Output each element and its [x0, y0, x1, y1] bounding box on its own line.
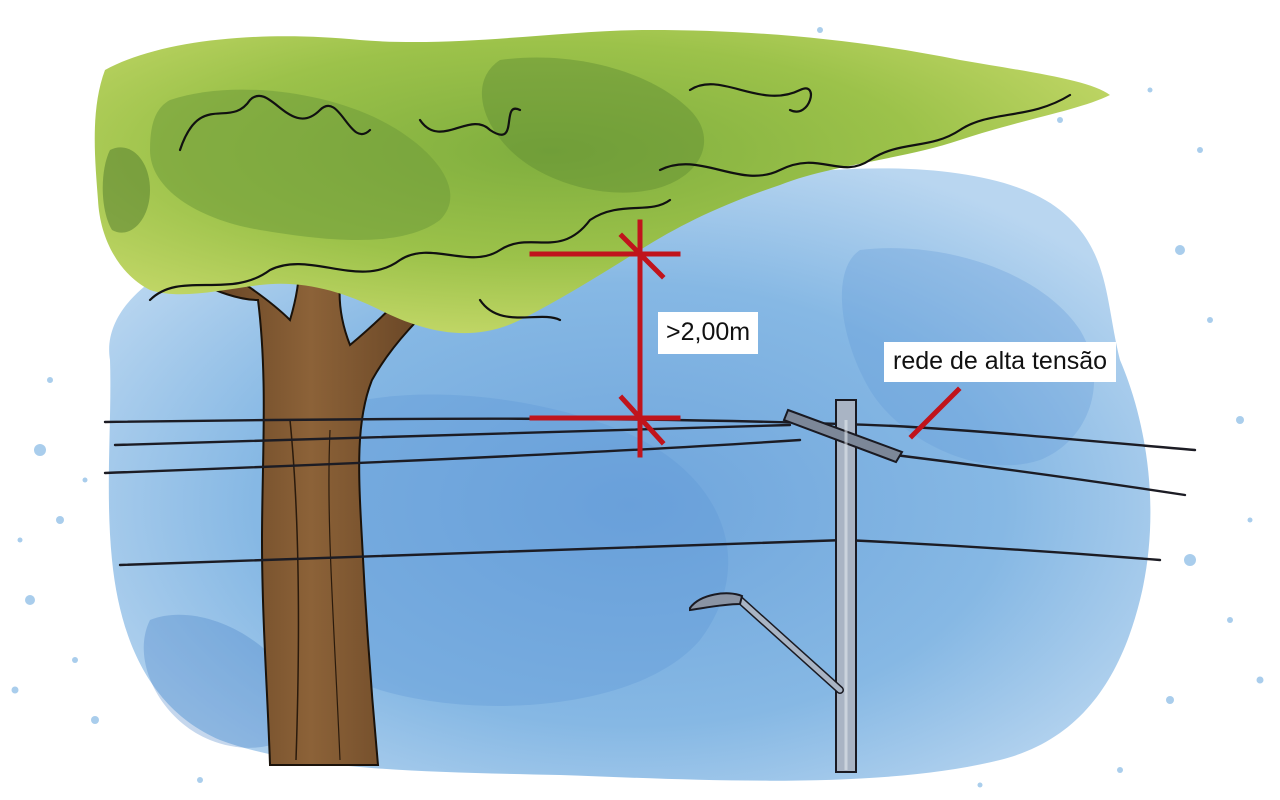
utility-pole-icon: [782, 399, 904, 773]
paint-splatter: [11, 27, 1264, 788]
dimension-bottom-tick: [618, 394, 666, 446]
power-lines: [103, 417, 1197, 567]
tree-icon: [94, 30, 1111, 766]
clearance-dimension-marker: [529, 219, 962, 458]
street-lamp-icon: [689, 592, 844, 694]
clearance-label: >2,00m: [658, 312, 759, 354]
sky-wash: [108, 168, 1151, 781]
network-leader-line: [908, 386, 962, 440]
high-voltage-network-label: rede de alta tensão: [884, 342, 1117, 382]
dimension-top-tick: [618, 232, 666, 280]
